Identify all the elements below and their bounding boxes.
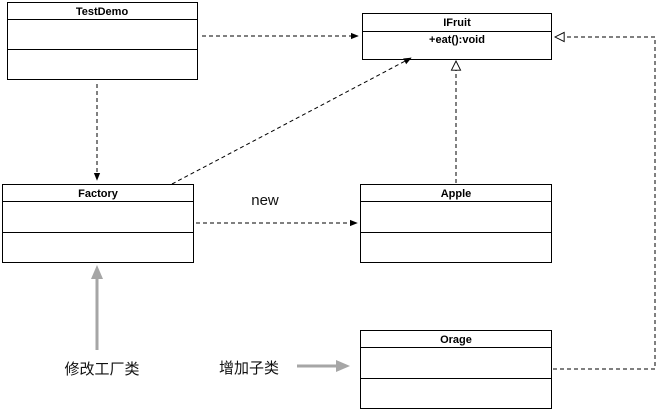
class-factory-name: Factory (78, 188, 119, 200)
class-ifruit-method: +eat():void (429, 34, 485, 46)
edge-orage-ifruit (553, 37, 656, 370)
annotation-add-subclass: 增加子类 (219, 359, 279, 377)
class-ifruit[interactable]: IFruit +eat():void (362, 13, 552, 60)
class-ifruit-name: IFruit (443, 17, 471, 29)
class-orage[interactable]: Orage (360, 330, 552, 409)
class-apple-name: Apple (441, 188, 472, 200)
edge-factory-ifruit (171, 57, 412, 185)
class-testdemo-name: TestDemo (76, 6, 129, 18)
annotation-arrow-add-subclass (297, 360, 350, 372)
annotation-modify-factory: 修改工厂类 (64, 360, 139, 378)
annotation-arrow-modify-factory (91, 265, 103, 350)
edge-label-new: new (251, 192, 279, 209)
class-factory[interactable]: Factory (2, 184, 194, 263)
class-apple[interactable]: Apple (360, 184, 552, 263)
class-orage-name: Orage (440, 334, 472, 346)
class-testdemo[interactable]: TestDemo (7, 2, 198, 80)
